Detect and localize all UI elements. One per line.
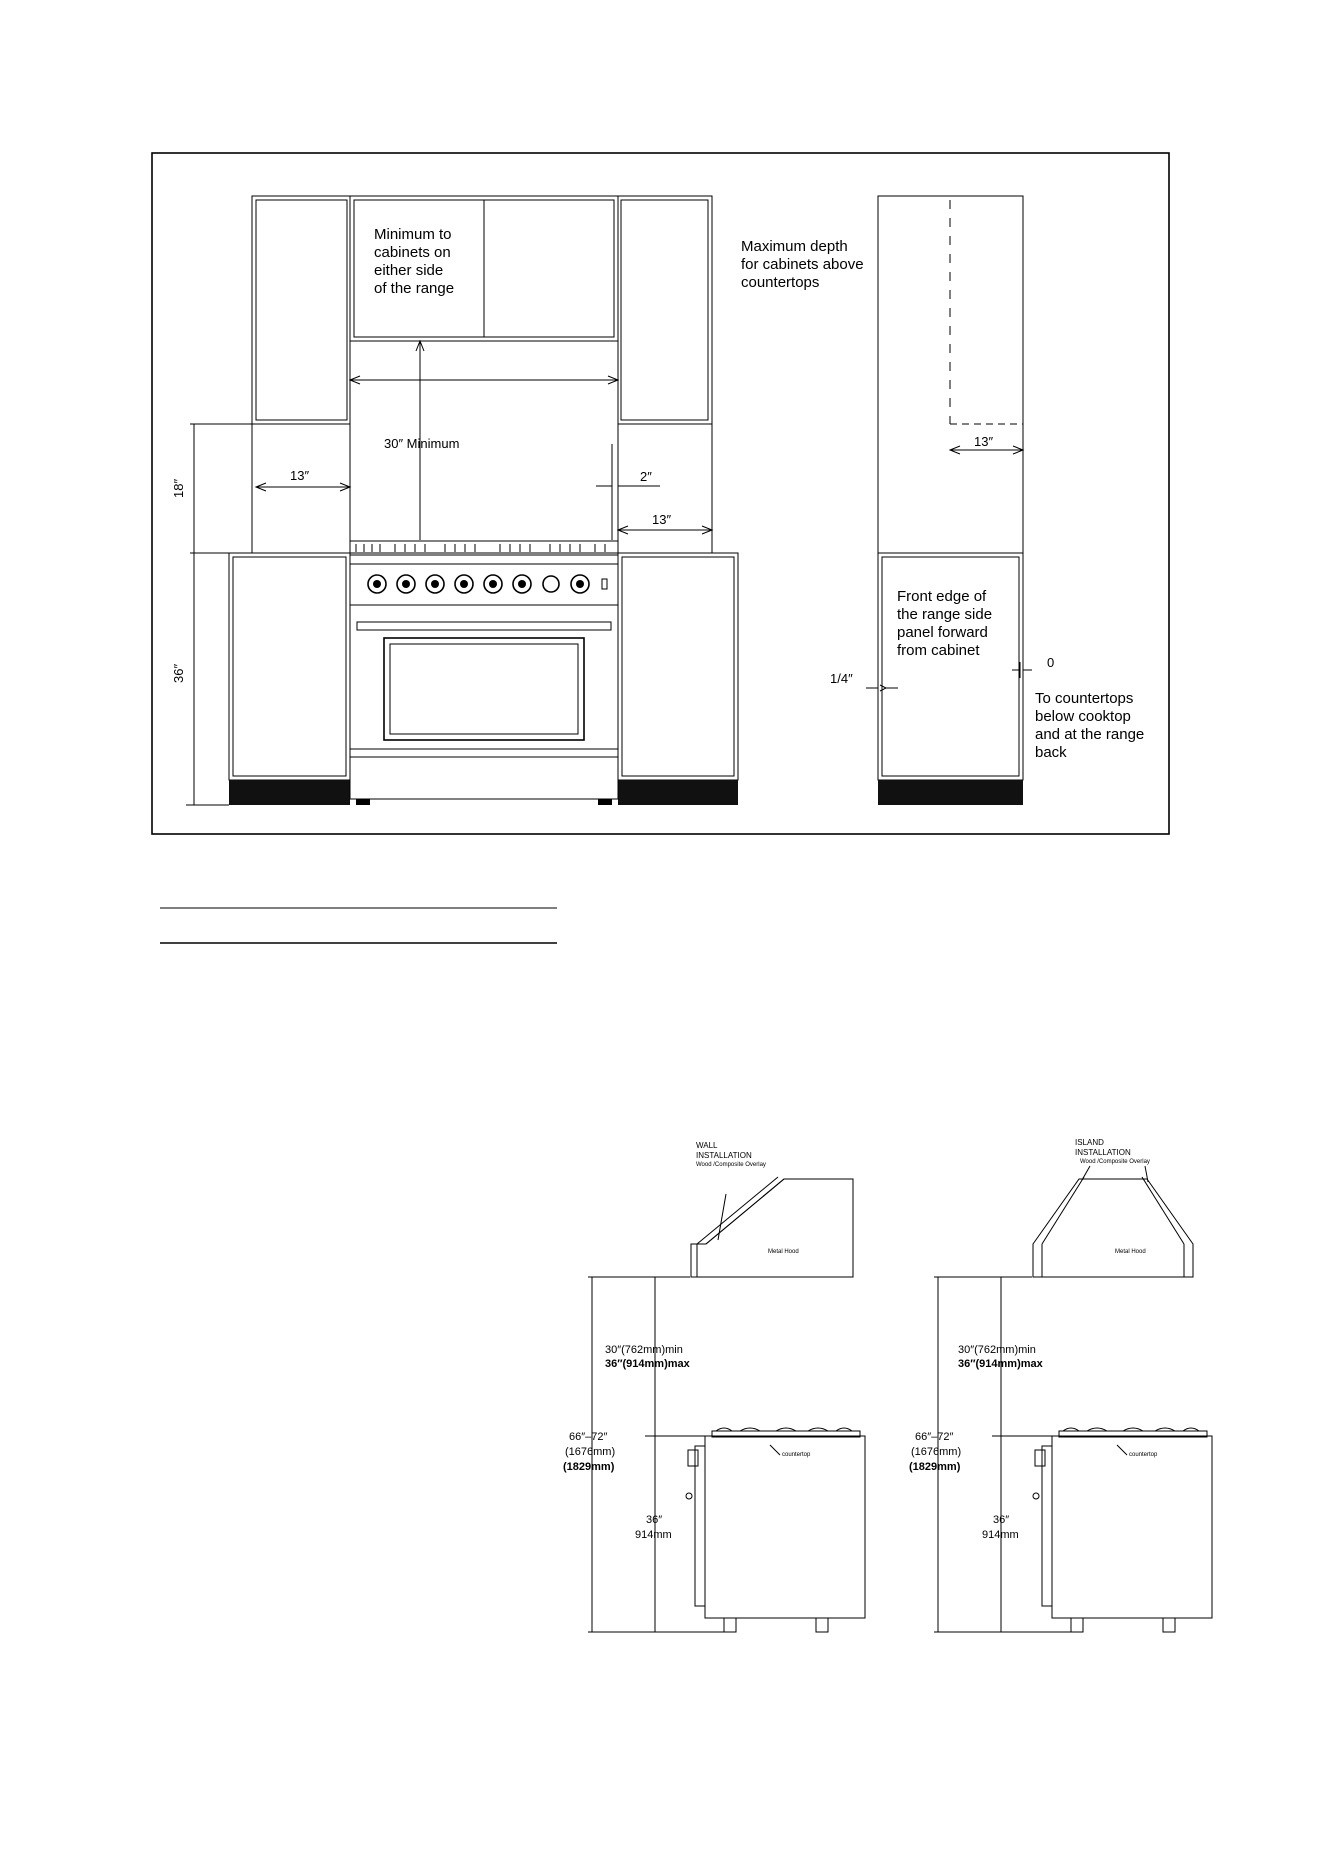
dim-zero: 0 bbox=[1047, 655, 1054, 670]
wall-title: WALL INSTALLATION bbox=[696, 1141, 752, 1160]
left-toe-kick bbox=[229, 780, 350, 805]
right-upper-cabinet bbox=[620, 199, 709, 421]
dim-30-minimum: 30″ Minimum bbox=[384, 436, 459, 451]
left-base-cabinet bbox=[228, 552, 351, 781]
upper-cabinet-frame bbox=[251, 195, 713, 554]
hood-diagram-wall: WALL INSTALLATION Wood /Composite Overla… bbox=[563, 1141, 866, 1633]
oven-window bbox=[383, 637, 585, 741]
island-countertop: countertop bbox=[1129, 1452, 1158, 1458]
front-edge-note: Front edge of the range side panel forwa… bbox=[897, 588, 996, 659]
left-upper-cabinet bbox=[255, 199, 348, 421]
depth-note: Maximum depth for cabinets above counter… bbox=[741, 238, 868, 291]
island-range-height: 36″ 914mm bbox=[982, 1514, 1019, 1541]
wall-total-height: 66″–72″ (1676mm) (1829mm) bbox=[563, 1431, 618, 1473]
hood-diagram-island: ISLAND INSTALLATION Wood /Composite Over… bbox=[909, 1138, 1213, 1633]
island-metal-hood: Metal Hood bbox=[1115, 1249, 1146, 1255]
wall-hood-clearance: 30″(762mm)min 36″(914mm)max bbox=[605, 1344, 691, 1370]
front-view bbox=[186, 195, 739, 806]
oven-handle bbox=[356, 621, 612, 631]
wall-countertop: countertop bbox=[782, 1452, 811, 1458]
front-dimension-lines bbox=[186, 339, 714, 806]
dim-18: 18″ bbox=[171, 479, 186, 498]
diagram-frame bbox=[151, 152, 1170, 835]
wall-overlay-label: Wood /Composite Overlay bbox=[696, 1162, 766, 1168]
dim-13-right: 13″ bbox=[652, 512, 671, 527]
right-base-cabinet bbox=[617, 552, 739, 781]
wall-range-side bbox=[704, 1435, 866, 1619]
wall-hood bbox=[690, 1178, 854, 1278]
range-front bbox=[349, 540, 619, 805]
island-hood-clearance: 30″(762mm)min 36″(914mm)max bbox=[958, 1344, 1044, 1370]
dim-13-left: 13″ bbox=[290, 468, 309, 483]
right-toe-kick bbox=[618, 780, 738, 805]
island-range-side bbox=[1051, 1435, 1213, 1619]
dim-2: 2″ bbox=[640, 469, 652, 484]
side-upper-cabinet bbox=[877, 195, 1024, 554]
dim-36: 36″ bbox=[171, 664, 186, 683]
dim-quarter: 1/4″ bbox=[830, 671, 853, 686]
island-total-height: 66″–72″ (1676mm) (1829mm) bbox=[909, 1431, 964, 1473]
wall-metal-hood: Metal Hood bbox=[768, 1249, 799, 1255]
dim-13-side: 13″ bbox=[974, 434, 993, 449]
island-hood bbox=[1032, 1178, 1194, 1278]
island-title: ISLAND INSTALLATION bbox=[1075, 1138, 1131, 1157]
clearance-diagram: Minimum to cabinets on either side of th… bbox=[151, 152, 1170, 835]
side-view bbox=[866, 195, 1032, 805]
upper-cabinet-note: Minimum to cabinets on either side of th… bbox=[374, 226, 456, 297]
island-overlay-label: Wood /Composite Overlay bbox=[1080, 1159, 1150, 1165]
wall-range-height: 36″ 914mm bbox=[635, 1514, 672, 1541]
countertop-note: To countertops below cooktop and at the … bbox=[1035, 690, 1148, 761]
